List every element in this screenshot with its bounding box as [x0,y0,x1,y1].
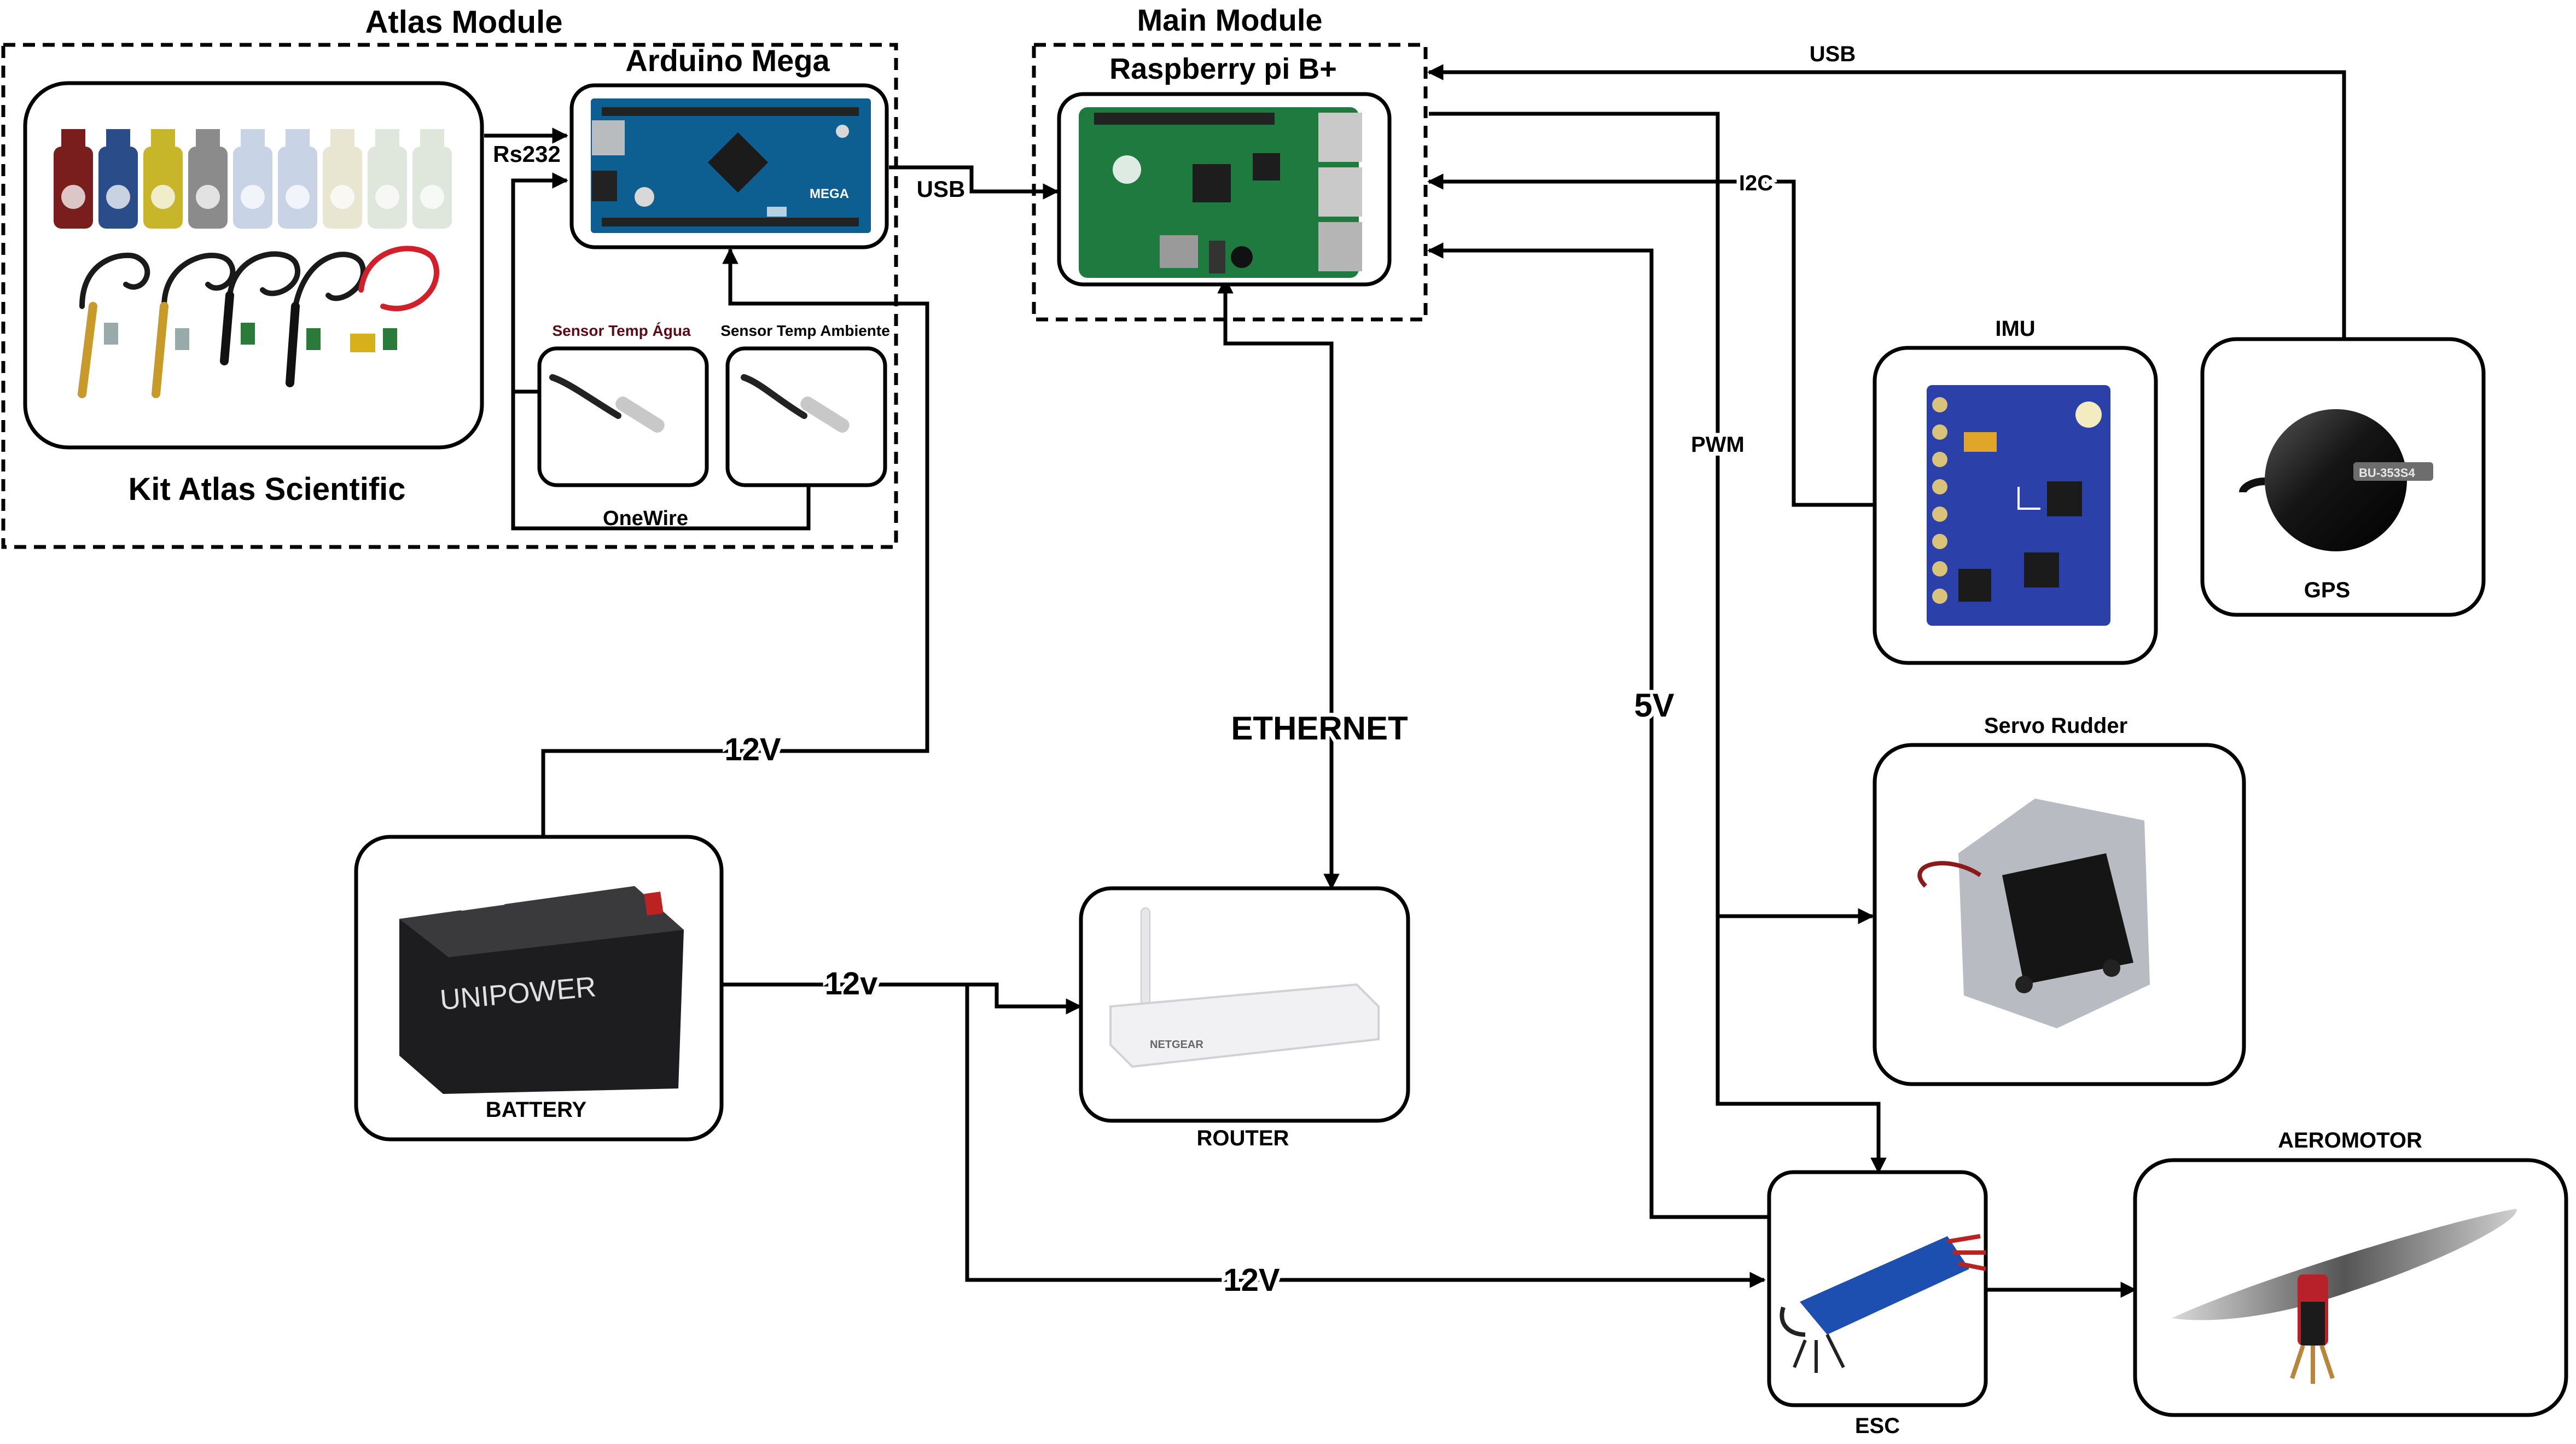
edge-label-rs232: Rs232 [493,141,561,167]
edge-label-i2c: I2C [1739,171,1773,195]
arduino-node: Arduino Mega MEGA [569,43,889,249]
edge-label-usb-gps: USB [1810,42,1856,66]
sensor-water-label: Sensor Temp Água [552,322,691,339]
arduino-board-mega-mark: MEGA [810,187,849,201]
atlas-module-frame [1,43,898,549]
router-brand-mark: NETGEAR [1150,1039,1203,1051]
gps-node: BU-353S4 GPS [2200,337,2486,617]
edge-label-onewire: OneWire [603,507,688,530]
router-node: NETGEAR ROUTER [1079,886,1410,1150]
main-module-title: Main Module [1137,3,1322,37]
battery-label: BATTERY [486,1098,587,1122]
imu-board-picture [1927,385,2110,626]
edge-label-pwm: PWM [1691,433,1745,457]
aeromotor-label: AEROMOTOR [2278,1128,2422,1152]
wire-onewire [511,172,811,531]
esc-label: ESC [1855,1414,1900,1438]
battery-node: UNIPOWER BATTERY [354,835,724,1142]
wire-12v-router [721,982,1082,1015]
sensor-ambient-node: Sensor Temp Ambiente [720,322,890,487]
kit-atlas-node: Kit Atlas Scientific [23,81,484,507]
router-label: ROUTER [1197,1126,1289,1150]
reagent-bottles-picture [54,129,452,229]
gps-model-mark: BU-353S4 [2359,466,2415,480]
sensor-water-node: Sensor Temp Água [537,322,709,487]
raspberry-board-picture [1079,107,1362,278]
battery-picture: UNIPOWER [399,883,684,1094]
esc-node: ESC [1767,1170,1988,1438]
wire-12v-arduino [541,248,929,837]
raspberry-label: Raspberry pi B+ [1109,53,1337,85]
edge-label-12v-esc: 12V [1223,1262,1280,1298]
edge-label-usb-arduino: USB [917,176,966,202]
esc-picture [1780,1234,1986,1373]
kit-atlas-label: Kit Atlas Scientific [128,471,405,507]
gps-puck-picture: BU-353S4 [2239,409,2433,551]
wire-5v [1427,242,1769,1219]
edge-label-ethernet: ETHERNET [1231,710,1408,747]
aeromotor-node: AEROMOTOR [2133,1128,2568,1417]
router-picture: NETGEAR [1109,907,1380,1068]
edge-label-5v: 5V [1634,687,1674,724]
sensor-water-picture [549,374,665,433]
wire-usb-arduino [889,165,1059,200]
wire-12v-esc [965,985,1766,1288]
wire-ethernet [1217,277,1334,886]
wire-usb-gps [1427,64,2346,339]
imu-label: IMU [1995,317,2035,341]
wire-pwm [1429,112,1887,1174]
imu-node: IMU [1873,317,2158,665]
wire-i2c [1427,173,1875,507]
aeromotor-picture [2172,1209,2517,1384]
servo-node: Servo Rudder [1873,714,2246,1086]
probe-connectors-picture [104,323,397,352]
probes-picture [78,246,439,398]
atlas-module-title: Atlas Module [365,4,563,40]
arduino-board-picture: MEGA [591,98,871,233]
gps-label: GPS [2304,578,2350,602]
servo-picture [1917,799,2150,1028]
arduino-label: Arduino Mega [625,43,830,78]
edge-label-12v-arduino: 12V [724,732,781,767]
servo-label: Servo Rudder [1984,714,2127,738]
edge-label-12v-router: 12v [825,966,878,1002]
sensor-ambient-label: Sensor Temp Ambiente [720,322,890,339]
sensor-ambient-picture [741,374,850,433]
raspberry-node: Raspberry pi B+ [1057,53,1392,287]
